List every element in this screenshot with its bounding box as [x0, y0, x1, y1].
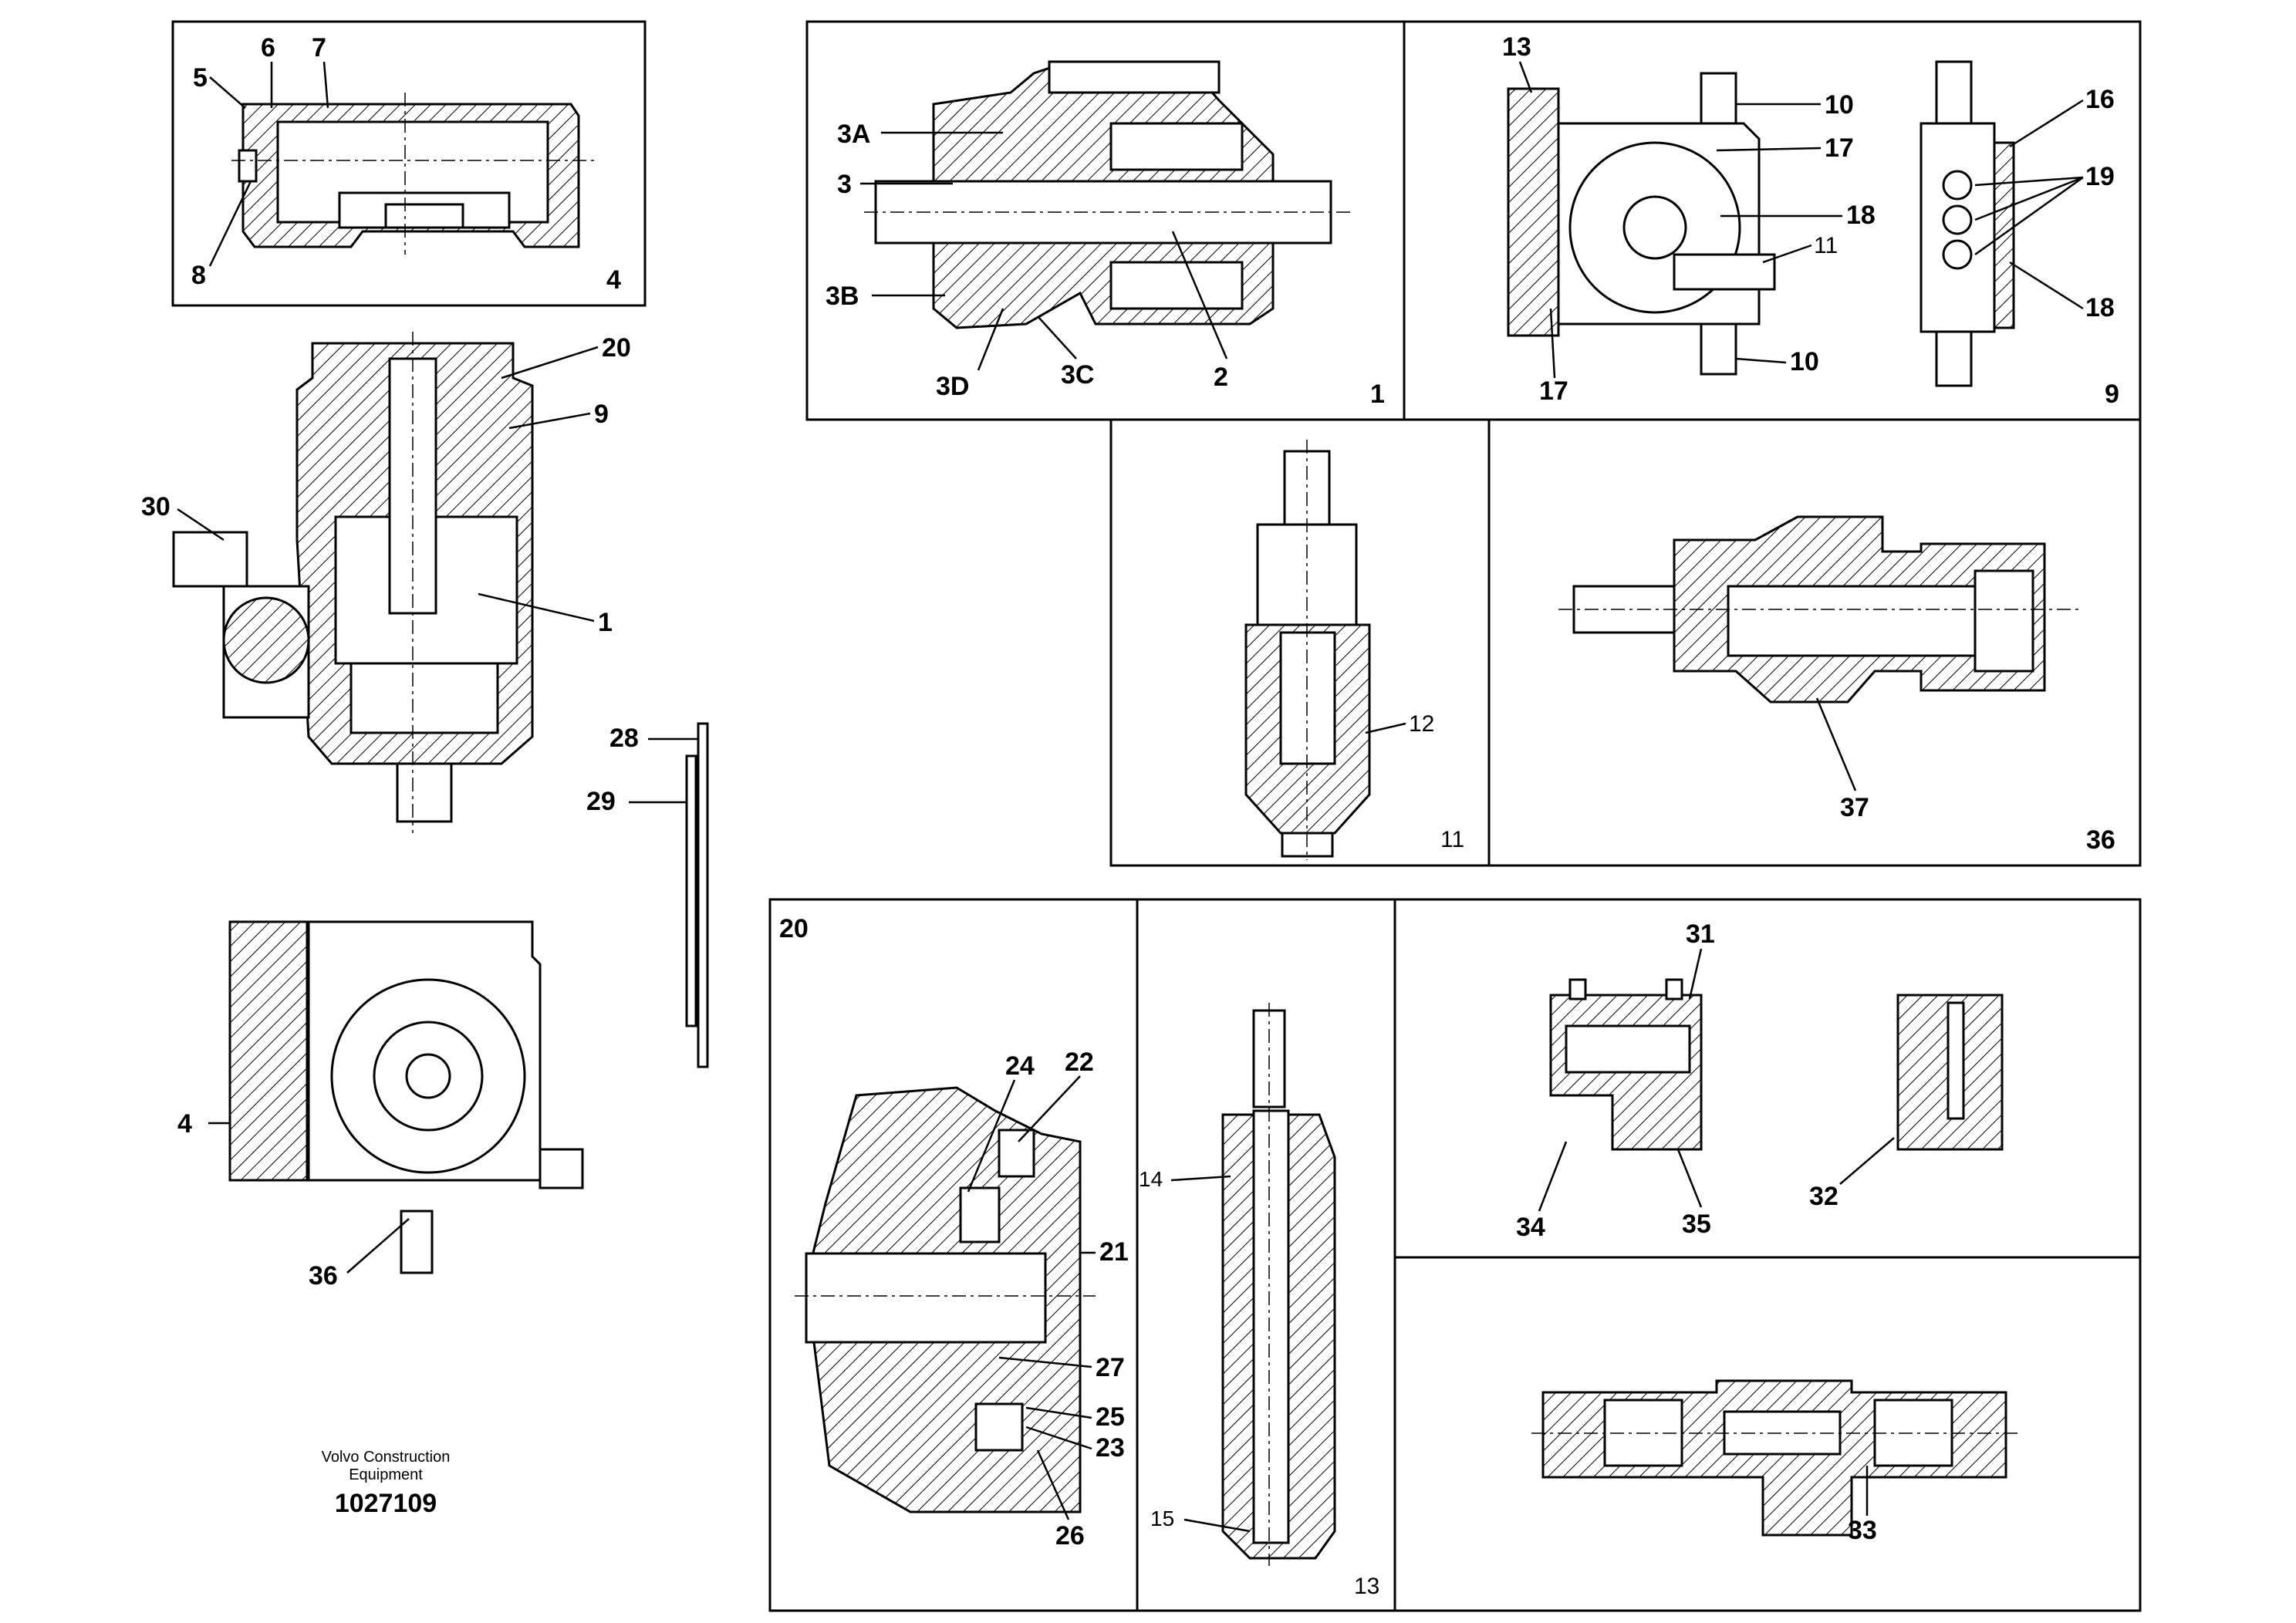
- callout-21: 21: [1099, 1237, 1129, 1267]
- callout-18-right: 18: [2085, 293, 2115, 322]
- callout-28: 28: [609, 724, 639, 753]
- callout-14: 14: [1139, 1167, 1163, 1191]
- callout-15: 15: [1150, 1507, 1174, 1530]
- callout-9: 9: [594, 400, 609, 429]
- callout-10-top: 10: [1825, 90, 1854, 120]
- panel-13-label: 13: [1354, 1574, 1379, 1599]
- document-id: 1027109: [335, 1489, 437, 1518]
- gasket-plates: [685, 722, 709, 1068]
- callout-30: 30: [141, 492, 171, 521]
- callout-17-bottom: 17: [1539, 376, 1568, 406]
- panel-4-drawing: [231, 93, 594, 255]
- main-pump-assembly: [172, 332, 534, 833]
- callout-11-p9: 11: [1814, 233, 1838, 258]
- callout-12: 12: [1409, 711, 1434, 737]
- callout-19: 19: [2085, 162, 2115, 191]
- panel-11-label: 11: [1440, 827, 1464, 852]
- panel-4-label: 4: [606, 265, 621, 295]
- callout-32: 32: [1809, 1182, 1838, 1211]
- callout-7: 7: [312, 33, 326, 62]
- callout-23: 23: [1096, 1433, 1125, 1463]
- callout-22: 22: [1065, 1048, 1094, 1077]
- callout-3A: 3A: [837, 120, 870, 149]
- callout-26: 26: [1055, 1521, 1085, 1550]
- callout-3B: 3B: [826, 282, 859, 311]
- callout-27: 27: [1096, 1353, 1125, 1382]
- panel-1: [805, 20, 1406, 421]
- callout-17-top: 17: [1825, 133, 1854, 163]
- pump-end-view: [228, 920, 584, 1274]
- callout-10-bottom: 10: [1790, 347, 1819, 376]
- company-line-1: Volvo Construction: [322, 1449, 451, 1466]
- panel-1-label: 1: [1370, 380, 1385, 409]
- callout-13-p9: 13: [1502, 32, 1531, 62]
- callout-6: 6: [261, 33, 275, 62]
- panel-9: [1403, 20, 2142, 421]
- panel-13: [1136, 898, 1396, 1612]
- valve-panels: [1393, 898, 2142, 1612]
- callout-36: 36: [309, 1261, 338, 1291]
- callout-34: 34: [1516, 1213, 1545, 1242]
- panel-36: [1487, 418, 2142, 867]
- panel-4: 5 6 7 8 4: [171, 20, 647, 307]
- callout-29: 29: [586, 787, 616, 816]
- callout-3C: 3C: [1061, 360, 1094, 390]
- callout-3: 3: [837, 170, 852, 199]
- callout-5: 5: [193, 63, 208, 93]
- panel-4-frame: [171, 20, 647, 307]
- callout-18-left: 18: [1846, 201, 1876, 230]
- panel-11: [1109, 418, 1491, 867]
- panel-9-label: 9: [2105, 380, 2119, 409]
- callout-33: 33: [1848, 1516, 1877, 1545]
- callout-1: 1: [598, 608, 613, 637]
- callout-25: 25: [1096, 1402, 1125, 1432]
- panel-36-label: 36: [2086, 825, 2115, 855]
- company-line-2: Equipment: [349, 1466, 423, 1483]
- panel-20: [768, 898, 1139, 1612]
- callout-4: 4: [177, 1109, 192, 1139]
- panel-36-frame: [1487, 418, 2142, 867]
- callout-24: 24: [1005, 1051, 1035, 1081]
- callout-31: 31: [1686, 919, 1715, 949]
- callout-20: 20: [602, 333, 631, 363]
- panel-20-label: 20: [779, 914, 809, 943]
- callout-3D: 3D: [936, 372, 969, 401]
- valve-panel-upper-frame: [1393, 898, 2142, 1259]
- callout-2: 2: [1214, 363, 1228, 392]
- callout-35: 35: [1682, 1210, 1711, 1239]
- callout-8: 8: [191, 261, 206, 290]
- callout-37: 37: [1840, 793, 1869, 822]
- valve-panel-lower-frame: [1393, 1256, 2142, 1612]
- callout-16: 16: [2085, 85, 2115, 114]
